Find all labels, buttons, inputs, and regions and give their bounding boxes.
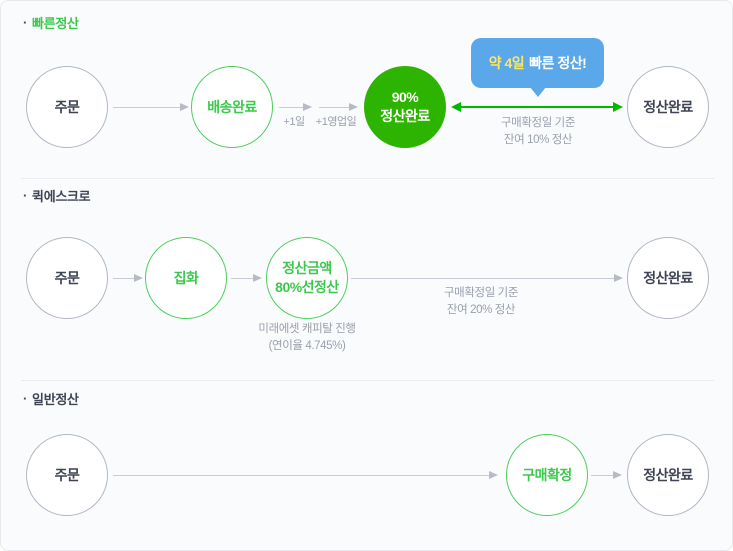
arrow-pre-settlement-to-complete xyxy=(351,274,623,282)
bullet-icon: · xyxy=(23,188,28,203)
node-label-line2: 80%선정산 xyxy=(275,279,339,295)
node-label: 주문 xyxy=(54,466,80,483)
node-80-percent-pre-settlement: 정산금액 80%선정산 xyxy=(266,237,348,319)
node-label-line1: 정산금액 xyxy=(282,260,332,277)
arrow-order-to-purchase-confirm xyxy=(113,471,498,479)
arrow-order-to-delivery xyxy=(113,103,189,111)
node-order-fast: 주문 xyxy=(26,66,108,148)
node-label-line2: 정산완료 xyxy=(380,108,430,124)
section-title-fast-settlement: · 빠른정산 xyxy=(23,13,79,32)
node-label: 주문 xyxy=(54,98,80,115)
arrow-pickup-to-pre-settlement xyxy=(231,274,262,282)
note-line2: 잔여 20% 정산 xyxy=(446,304,516,316)
arrow-plus-1-day xyxy=(279,103,312,111)
note-remaining-20-percent: 구매확정일 기준 잔여 20% 정산 xyxy=(401,285,561,319)
node-label: 정산완료 xyxy=(643,269,693,286)
node-order-escrow: 주문 xyxy=(26,237,108,319)
node-settlement-complete-escrow: 정산완료 xyxy=(627,237,709,319)
section-divider-2 xyxy=(21,380,714,381)
node-delivery-complete: 배송완료 xyxy=(191,66,273,148)
note-remaining-10-percent: 구매확정일 기준 잔여 10% 정산 xyxy=(458,115,618,149)
speech-bubble-4-days-faster: 약 4일 빠른 정산! xyxy=(471,38,604,88)
section-title-label: 빠른정산 xyxy=(32,16,79,31)
node-pickup: 집화 xyxy=(145,237,227,319)
node-label: 집화 xyxy=(173,269,199,286)
node-settlement-complete-general: 정산완료 xyxy=(627,434,709,516)
bullet-icon: · xyxy=(23,391,28,406)
section-divider-1 xyxy=(21,178,714,179)
note-line2: 잔여 10% 정산 xyxy=(503,134,573,146)
section-title-label: 일반정산 xyxy=(32,392,79,407)
node-label: 배송완료 xyxy=(207,98,257,115)
bullet-icon: · xyxy=(23,15,28,30)
node-label-line1: 90% xyxy=(391,89,419,106)
arrow-confirm-to-complete xyxy=(591,471,622,479)
node-label: 구매확정 xyxy=(522,466,572,483)
arrow-order-to-pickup xyxy=(113,274,143,282)
node-label: 정산완료 xyxy=(643,466,693,483)
node-label: 주문 xyxy=(54,269,80,286)
section-title-general-settlement: · 일반정산 xyxy=(23,389,79,408)
node-90-percent-settlement: 90% 정산완료 xyxy=(364,66,446,148)
bubble-highlight-text: 약 4일 xyxy=(488,55,525,71)
label-plus-1-business-day: +1영업일 xyxy=(315,116,357,128)
section-title-quick-escrow: · 퀵에스크로 xyxy=(23,186,91,205)
node-settlement-complete-fast: 정산완료 xyxy=(627,66,709,148)
node-order-general: 주문 xyxy=(26,434,108,516)
note-line2: (연이율 4.745%) xyxy=(268,340,346,352)
note-mirae-asset-capital: 미래에셋 캐피탈 진행 (연이율 4.745%) xyxy=(227,321,387,355)
note-line1: 미래에셋 캐피탈 진행 xyxy=(258,323,356,335)
double-arrow-remaining-settlement xyxy=(451,102,623,112)
note-line1: 구매확정일 기준 xyxy=(443,287,519,299)
section-title-label: 퀵에스크로 xyxy=(32,189,91,204)
node-purchase-confirmation: 구매확정 xyxy=(506,434,588,516)
node-label: 정산완료 xyxy=(643,98,693,115)
label-plus-1-day: +1일 xyxy=(283,116,305,128)
arrow-plus-1-business-day xyxy=(319,103,358,111)
note-line1: 구매확정일 기준 xyxy=(500,117,576,129)
bubble-text: 빠른 정산! xyxy=(529,55,587,71)
